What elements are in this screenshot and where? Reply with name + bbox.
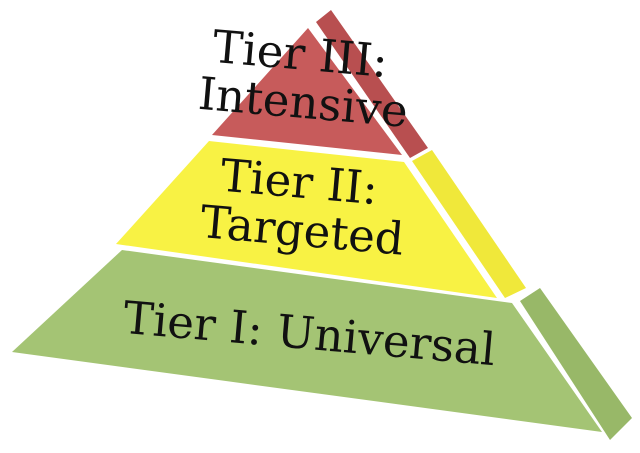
tier-3-side-face	[316, 10, 428, 158]
tier-1-front-face	[12, 250, 602, 432]
tier-2-front-face	[116, 141, 497, 298]
tier-2-label: Tier II: Targeted	[198, 147, 410, 265]
tier-3-front-face	[212, 28, 402, 155]
tier-1-side-face	[520, 288, 632, 440]
tier-2-side-face	[412, 150, 526, 298]
tier-3-layer: Tier III: Intensive	[196, 10, 428, 158]
tier-2-layer: Tier II: Targeted	[116, 141, 526, 298]
tier-3-label: Tier III: Intensive	[196, 19, 414, 138]
tier-1-layer: Tier I: Universal	[12, 250, 632, 440]
